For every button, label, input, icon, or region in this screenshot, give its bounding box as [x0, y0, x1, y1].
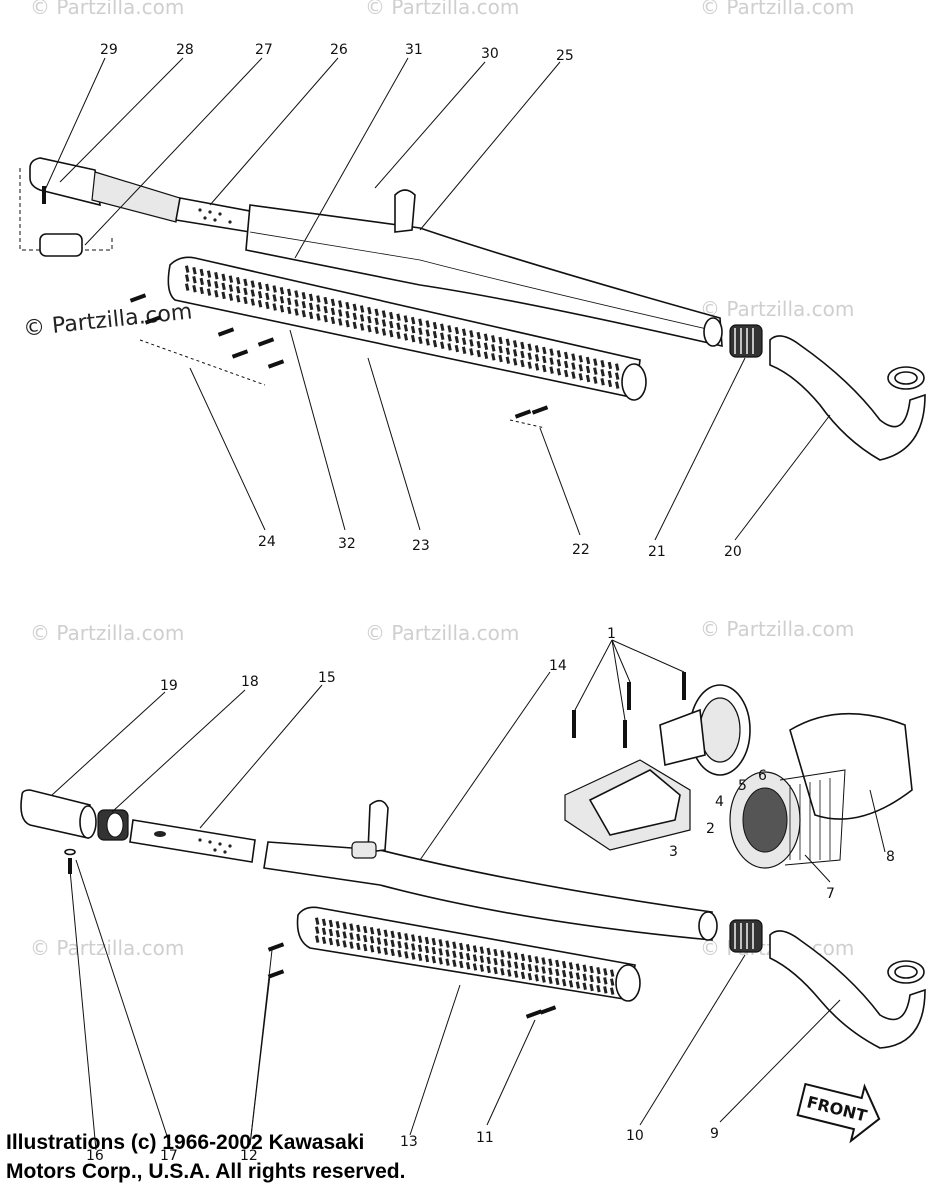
tail-cap: [29, 157, 101, 207]
copyright-line-1: Illustrations (c) 1966-2002 Kawasaki: [6, 1131, 365, 1154]
callout-16: 16: [86, 1148, 104, 1164]
upper-muffler: [245, 204, 723, 348]
lower-exhaust-pipe: [769, 930, 926, 1049]
callout-15: 15: [318, 670, 336, 686]
copyright-notice: Illustrations (c) 1966-2002 Kawasaki Mot…: [6, 1128, 405, 1186]
callout-11: 11: [476, 1130, 494, 1146]
callout-1: 1: [607, 626, 616, 642]
copyright-line-2: Motors Corp., U.S.A. All rights reserved…: [6, 1160, 406, 1183]
upper-exhaust-pipe: [769, 335, 926, 461]
callout-28: 28: [176, 42, 194, 58]
callout-2: 2: [706, 821, 715, 837]
intake-screws: [572, 672, 686, 748]
callout-6: 6: [758, 768, 767, 784]
callout-30: 30: [481, 46, 499, 62]
lower-tail-cap: [20, 789, 91, 839]
callout-5: 5: [738, 778, 747, 794]
lower-muffler: [263, 841, 713, 941]
callout-8: 8: [886, 849, 895, 865]
callout-3: 3: [669, 844, 678, 860]
watermark: © Partzilla.com: [30, 936, 184, 960]
lower-baffle: [129, 819, 256, 863]
air-filter: [729, 712, 913, 869]
callout-24: 24: [258, 534, 276, 550]
callout-19: 19: [160, 678, 178, 694]
callout-21: 21: [648, 544, 666, 560]
upper-callouts: 29 28 27 26 31 30 25 24 32 23 22 21 20: [100, 42, 742, 560]
lower-callouts: 19 18 15 14 1 5 6 4 2 3 8 7 10 9 11 16 1…: [86, 626, 895, 1164]
front-arrow: FRONT: [796, 1082, 881, 1144]
callout-18: 18: [241, 674, 259, 690]
callout-13: 13: [400, 1134, 418, 1150]
lower-assembly: [20, 672, 926, 1049]
watermark-strong: © Partzilla.com: [22, 299, 193, 342]
callout-29: 29: [100, 42, 118, 58]
callout-32: 32: [338, 536, 356, 552]
callout-20: 20: [724, 544, 742, 560]
watermark: © Partzilla.com: [700, 617, 854, 641]
screws: [129, 293, 549, 419]
watermark: © Partzilla.com: [700, 0, 854, 19]
watermark: © Partzilla.com: [365, 0, 519, 19]
callout-17: 17: [160, 1148, 178, 1164]
callout-31: 31: [405, 42, 423, 58]
lower-spring: [729, 919, 763, 953]
callout-22: 22: [572, 542, 590, 558]
upper-leader-lines: [44, 57, 831, 541]
watermark: © Partzilla.com: [365, 621, 519, 645]
watermarks: © Partzilla.com © Partzilla.com © Partzi…: [22, 0, 854, 960]
mount-bracket: [394, 189, 416, 233]
callout-10: 10: [626, 1128, 644, 1144]
callout-4: 4: [715, 794, 724, 810]
collar: [39, 233, 83, 257]
lower-mount-bracket: [367, 799, 389, 853]
callout-12: 12: [240, 1148, 258, 1164]
baffle-insert: [175, 197, 256, 233]
callout-7: 7: [826, 886, 835, 902]
spring: [729, 324, 763, 358]
callout-14: 14: [549, 658, 567, 674]
callout-23: 23: [412, 538, 430, 554]
callout-25: 25: [556, 48, 574, 64]
watermark: © Partzilla.com: [30, 0, 184, 19]
callout-26: 26: [330, 42, 348, 58]
lower-screws: [68, 858, 557, 1019]
callout-9: 9: [710, 1126, 719, 1142]
callout-27: 27: [255, 42, 273, 58]
intake-manifold: [564, 684, 751, 851]
upper-assembly: [19, 157, 926, 461]
watermark: © Partzilla.com: [30, 621, 184, 645]
lower-leader-lines: [51, 639, 886, 1151]
watermark: © Partzilla.com: [700, 297, 854, 321]
baffle-tube: [91, 171, 181, 223]
